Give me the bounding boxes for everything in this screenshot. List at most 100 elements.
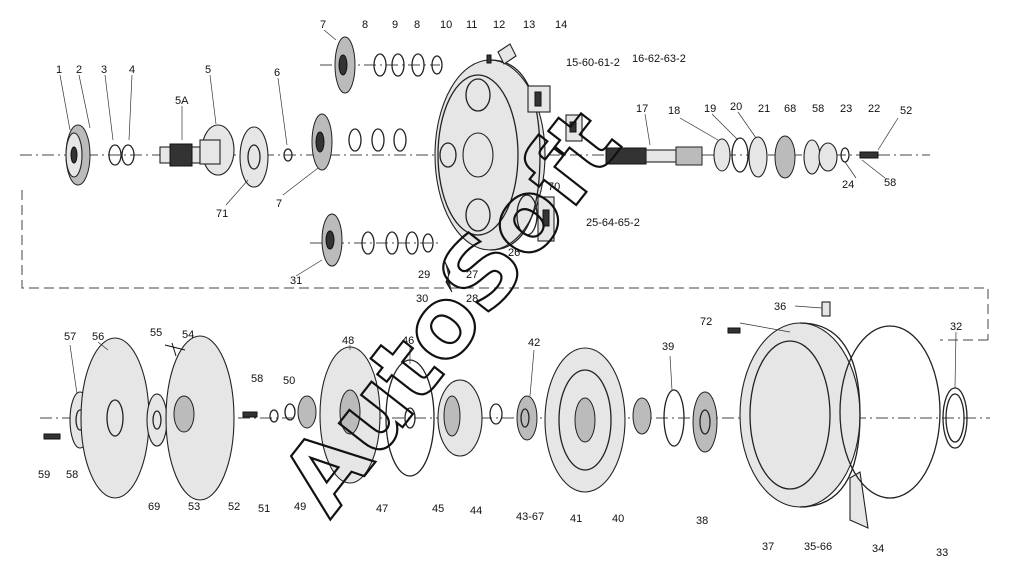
label-32: 32 bbox=[950, 321, 962, 333]
pin-54-55 bbox=[164, 342, 186, 357]
label-1: 1 bbox=[56, 64, 62, 76]
label-22: 22 bbox=[868, 103, 880, 115]
label-5: 5 bbox=[205, 64, 211, 76]
housing-11 bbox=[434, 59, 546, 251]
label-72: 72 bbox=[700, 316, 712, 328]
label-7-top: 7 bbox=[320, 19, 326, 31]
part-25-26 bbox=[516, 194, 555, 242]
gear-1 bbox=[65, 124, 91, 186]
label-53: 53 bbox=[188, 501, 200, 513]
gear-7-mid bbox=[311, 113, 407, 171]
pins-27-30 bbox=[444, 261, 453, 293]
label-44: 44 bbox=[470, 505, 482, 517]
gear-7-top bbox=[334, 36, 443, 94]
label-6: 6 bbox=[274, 67, 280, 79]
label-10: 10 bbox=[440, 19, 452, 31]
label-4: 4 bbox=[129, 64, 135, 76]
label-46: 46 bbox=[402, 335, 414, 347]
label-9: 9 bbox=[392, 19, 398, 31]
plate-48 bbox=[319, 346, 381, 484]
label-2: 2 bbox=[76, 64, 82, 76]
label-33: 33 bbox=[936, 547, 948, 559]
bolt-52 bbox=[859, 151, 879, 159]
part-58-24 bbox=[818, 142, 838, 172]
label-35-66: 35-66 bbox=[804, 541, 832, 553]
label-68: 68 bbox=[784, 103, 796, 115]
label-51: 51 bbox=[258, 503, 270, 515]
gasket-33 bbox=[839, 325, 941, 499]
label-52-a: 52 bbox=[900, 105, 912, 117]
label-15-60-61-2: 15-60-61-2 bbox=[566, 57, 620, 69]
part-15-assembly bbox=[527, 85, 551, 113]
label-5a: 5A bbox=[175, 95, 189, 107]
label-36: 36 bbox=[774, 301, 786, 313]
label-52-b: 52 bbox=[228, 501, 240, 513]
shaft-17 bbox=[605, 146, 703, 166]
disc-56 bbox=[80, 337, 150, 499]
cap-36 bbox=[821, 301, 831, 317]
disc-53 bbox=[165, 335, 235, 501]
rings-3-4 bbox=[108, 144, 135, 166]
label-41: 41 bbox=[570, 513, 582, 525]
bearing-18 bbox=[713, 138, 731, 172]
label-48: 48 bbox=[342, 335, 354, 347]
label-42: 42 bbox=[528, 337, 540, 349]
ring-50 bbox=[284, 403, 296, 421]
label-30: 30 bbox=[416, 293, 428, 305]
ring-39 bbox=[663, 389, 685, 447]
label-37: 37 bbox=[762, 541, 774, 553]
label-28: 28 bbox=[466, 293, 478, 305]
pin-72 bbox=[727, 327, 741, 334]
label-57: 57 bbox=[64, 331, 76, 343]
label-71: 71 bbox=[216, 208, 228, 220]
label-34: 34 bbox=[872, 543, 884, 555]
label-56: 56 bbox=[92, 331, 104, 343]
label-25-64-65-2: 25-64-65-2 bbox=[586, 217, 640, 229]
label-49: 49 bbox=[294, 501, 306, 513]
label-17: 17 bbox=[636, 103, 648, 115]
label-39: 39 bbox=[662, 341, 674, 353]
plate-69 bbox=[146, 393, 168, 447]
label-21: 21 bbox=[758, 103, 770, 115]
gear-31-bottom bbox=[321, 213, 434, 267]
washer-51 bbox=[269, 409, 279, 423]
plate-71 bbox=[239, 126, 269, 188]
part-68 bbox=[803, 139, 821, 175]
label-45: 45 bbox=[432, 503, 444, 515]
label-58-a: 58 bbox=[812, 103, 824, 115]
label-8-a: 8 bbox=[362, 19, 368, 31]
bearing-40 bbox=[632, 397, 652, 435]
label-47: 47 bbox=[376, 503, 388, 515]
housing-37 bbox=[739, 322, 861, 508]
gear-21 bbox=[774, 135, 796, 179]
hub-45 bbox=[437, 379, 483, 457]
shaft-5 bbox=[159, 124, 235, 176]
label-26: 26 bbox=[508, 247, 520, 259]
label-11: 11 bbox=[466, 19, 477, 31]
plate-20 bbox=[748, 136, 768, 178]
bearing-49 bbox=[297, 395, 317, 429]
label-29: 29 bbox=[418, 269, 430, 281]
label-58-b: 58 bbox=[884, 177, 896, 189]
label-8-b: 8 bbox=[414, 19, 420, 31]
label-50: 50 bbox=[283, 375, 295, 387]
part-16-assembly bbox=[565, 114, 583, 142]
label-16-62-63-2: 16-62-63-2 bbox=[632, 53, 686, 65]
part-number-labels: 1 2 3 4 5 5A 6 7 8 9 8 10 11 12 13 14 15… bbox=[38, 19, 962, 559]
label-3: 3 bbox=[101, 64, 107, 76]
label-23: 23 bbox=[840, 103, 852, 115]
label-18: 18 bbox=[668, 105, 680, 117]
label-59: 59 bbox=[38, 469, 50, 481]
ring-6 bbox=[283, 148, 293, 162]
label-40: 40 bbox=[612, 513, 624, 525]
label-55: 55 bbox=[150, 327, 162, 339]
label-70: 70 bbox=[548, 181, 560, 193]
seal-32 bbox=[942, 387, 968, 449]
label-58-d: 58 bbox=[66, 469, 78, 481]
label-7-mid: 7 bbox=[276, 198, 282, 210]
label-19: 19 bbox=[704, 103, 716, 115]
ring-44 bbox=[489, 403, 503, 425]
hub-38 bbox=[692, 391, 718, 453]
bearing-43-67 bbox=[516, 395, 538, 441]
part-12 bbox=[486, 54, 492, 64]
